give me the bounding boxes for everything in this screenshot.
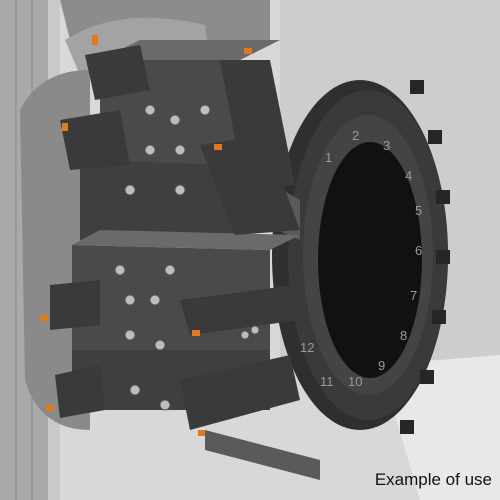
- turret-label: 11: [320, 374, 334, 389]
- turret-label: 7: [410, 288, 417, 303]
- tool-holders: [50, 45, 300, 430]
- turret-label: 4: [405, 168, 412, 183]
- caption: Example of use: [374, 470, 492, 489]
- bolt-group: [114, 104, 260, 411]
- turret-label: 3: [383, 138, 390, 153]
- turret-disc: [272, 80, 450, 434]
- turret-label: 9: [378, 358, 385, 373]
- turret-base: [205, 430, 320, 480]
- turret-label: 10: [348, 374, 362, 389]
- turret-label: 2: [352, 128, 359, 143]
- turret-label: 5: [415, 203, 422, 218]
- orange-accent-group: [40, 35, 252, 436]
- turret-label: 1: [325, 150, 332, 165]
- turret-label: 12: [300, 340, 314, 355]
- turret-center-bore: [318, 142, 422, 378]
- turret-label: 6: [415, 243, 422, 258]
- turret-label: 8: [400, 328, 407, 343]
